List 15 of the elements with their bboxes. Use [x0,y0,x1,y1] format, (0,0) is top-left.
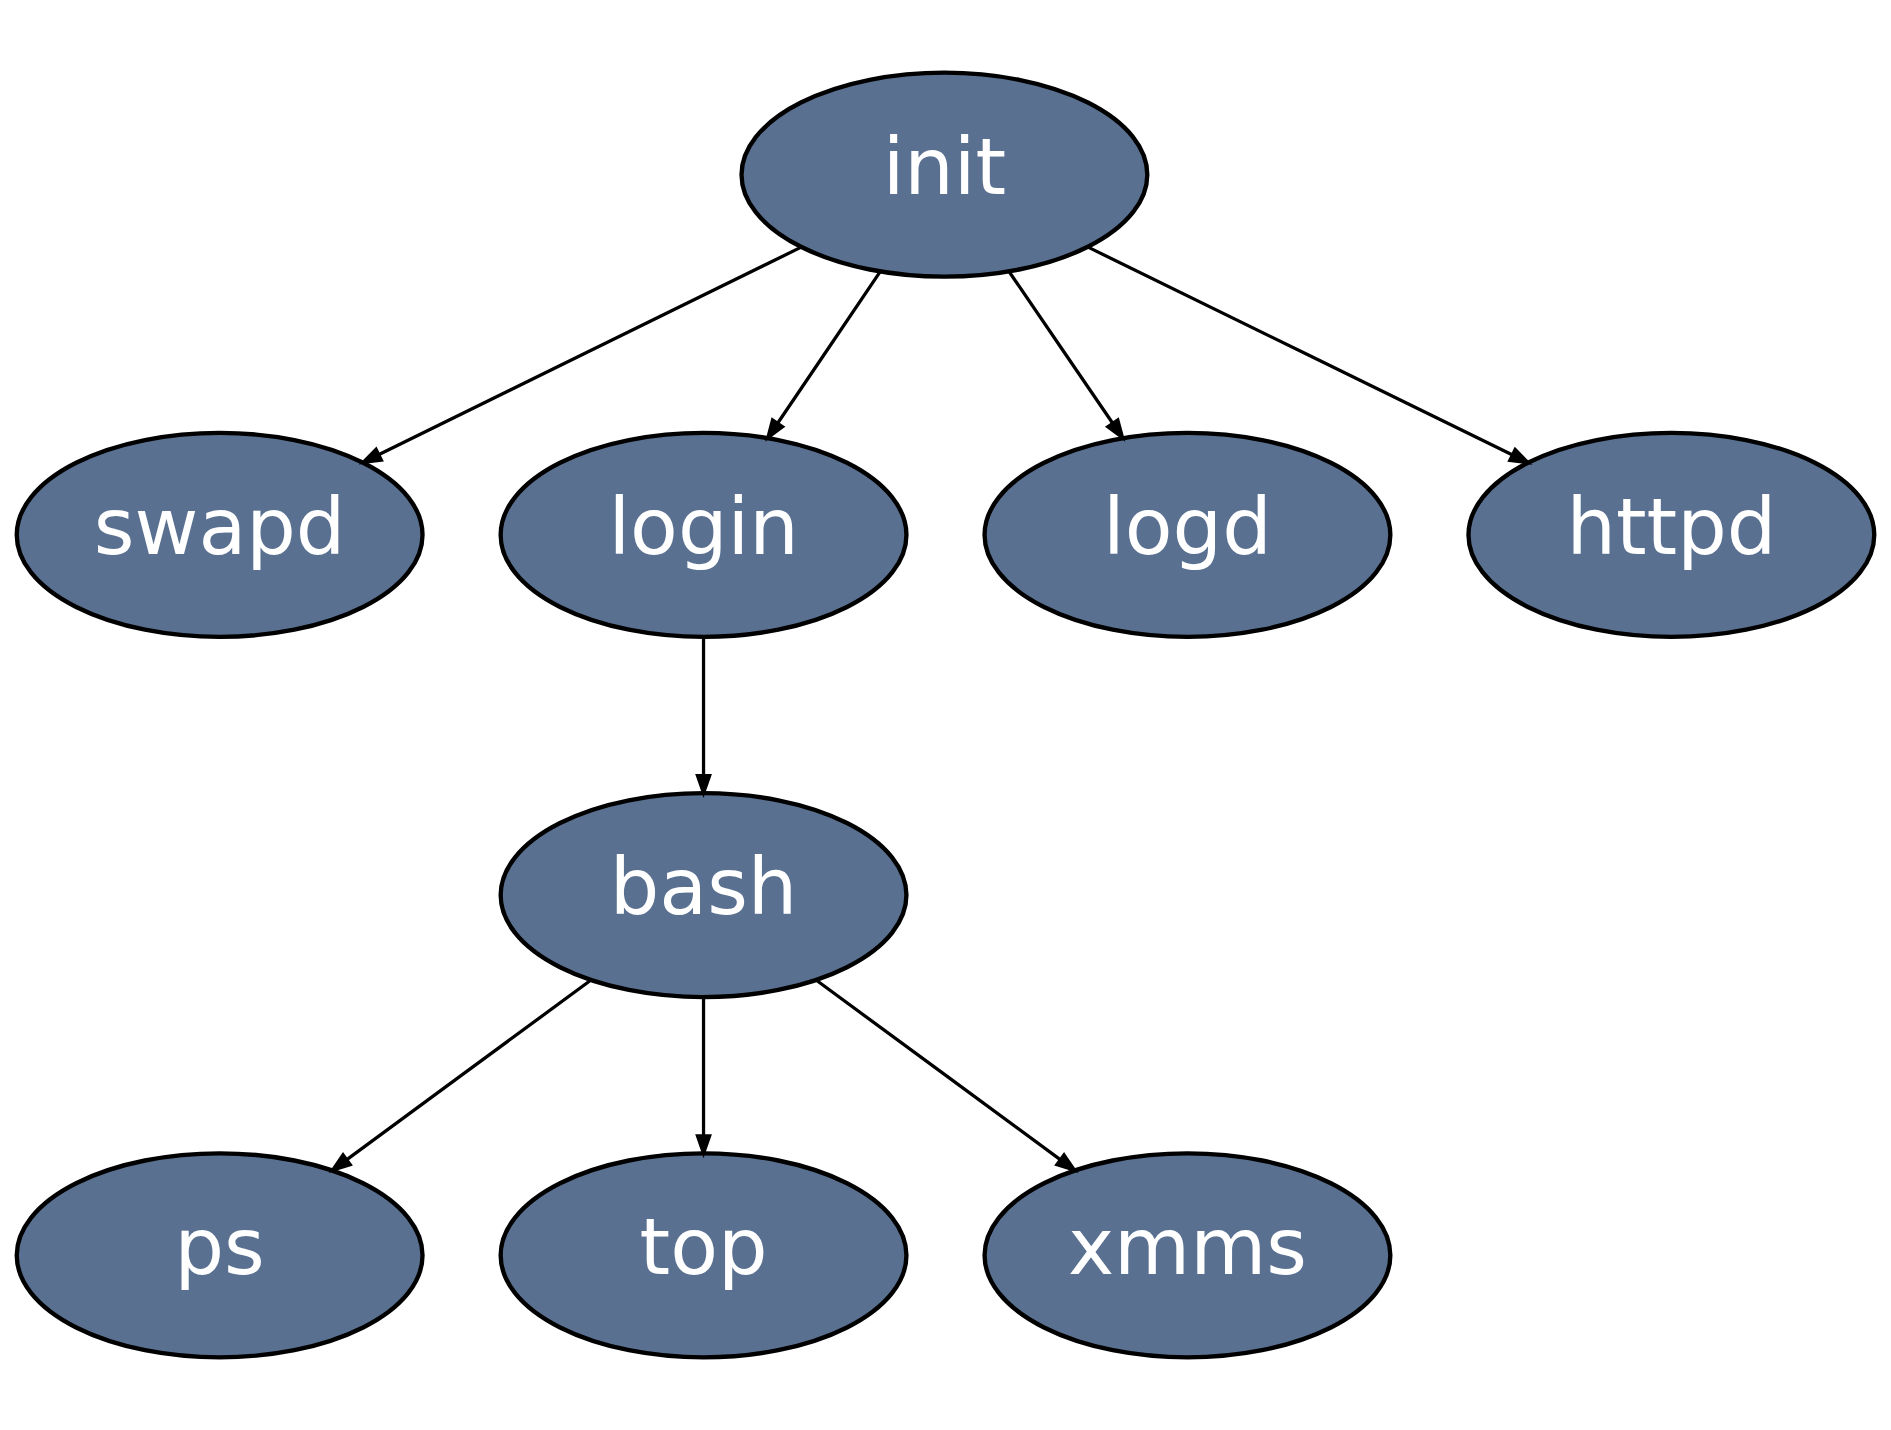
arrow [328,978,592,1173]
node-ellipse: httpd [1466,430,1877,640]
node-ellipse: login [498,430,909,640]
arrow [765,271,882,442]
arrow [695,637,712,798]
node-ellipse: top [498,1151,909,1360]
arrow [815,978,1079,1173]
node-ellipse: bash [498,790,909,1000]
arrow [695,997,712,1159]
arrow [1087,245,1533,465]
arrow [1008,271,1126,442]
arrow [358,245,802,465]
node-ellipse: swapd [14,430,425,640]
node-ellipse: init [739,70,1150,279]
node-ellipse: logd [982,430,1393,640]
